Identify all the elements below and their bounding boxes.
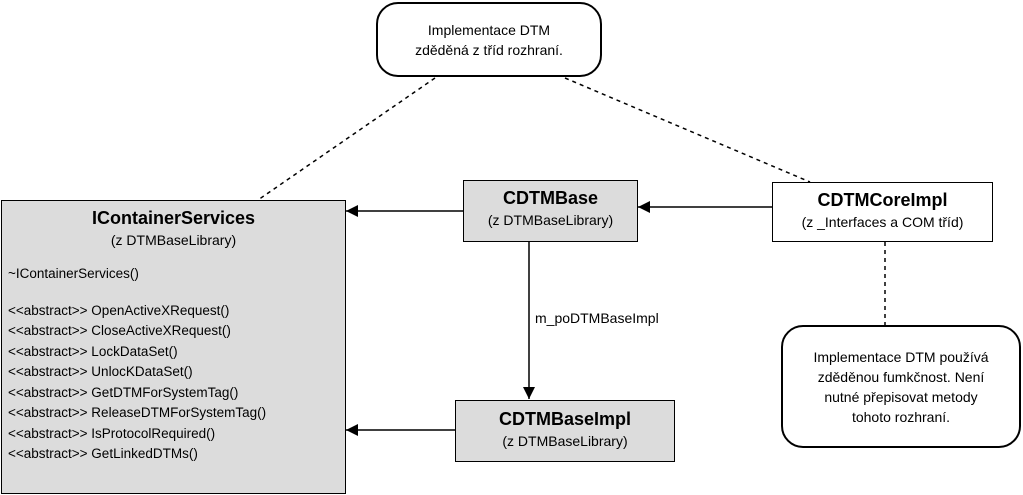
class-cdtmbaseimpl: CDTMBaseImpl (z DTMBaseLibrary): [455, 400, 675, 462]
note-top-line-1: Implementace DTM: [427, 22, 551, 38]
class-cdtmbaseimpl-title: CDTMBaseImpl: [498, 409, 632, 429]
class-icontainerservices: IContainerServices (z DTMBaseLibrary) ~I…: [1, 200, 346, 494]
note-top-line-2: zděděná z tříd rozhraní.: [415, 42, 563, 58]
note-right-line-4: tohoto rozhraní.: [851, 409, 951, 425]
method-item: <<abstract>> LockDataSet(): [8, 343, 178, 359]
note-right-line-3: nutné přepisovat metody: [824, 389, 978, 405]
class-cdtmcoreimpl: CDTMCoreImpl (z _Interfaces a COM tříd): [772, 182, 993, 242]
note-top-anchor-left: [257, 77, 436, 201]
method-item: <<abstract>> OpenActiveXRequest(): [8, 302, 230, 318]
class-destructor: ~IContainerServices(): [8, 266, 139, 281]
note-right-line-1: Implementace DTM používá: [813, 349, 989, 365]
class-cdtmbase-subtitle: (z DTMBaseLibrary): [487, 212, 614, 228]
note-right-line-2: zděděnou fumkčnost. Není: [817, 369, 985, 385]
method-item: <<abstract>> ReleaseDTMForSystemTag(): [8, 405, 267, 420]
class-cdtmcoreimpl-subtitle: (z _Interfaces a COM tříd): [801, 214, 964, 230]
note-top: Implementace DTM zděděná z tříd rozhraní…: [376, 2, 602, 77]
note-top-anchor-right: [564, 77, 811, 183]
association-label: m_poDTMBaseImpl: [535, 310, 659, 326]
method-item: <<abstract>> GetDTMForSystemTag(): [8, 384, 239, 400]
method-item: <<abstract>> CloseActiveXRequest(): [8, 323, 231, 338]
class-icontainerservices-title: IContainerServices: [91, 208, 256, 228]
class-cdtmbase: CDTMBase (z DTMBaseLibrary): [463, 180, 638, 242]
class-cdtmbaseimpl-subtitle: (z DTMBaseLibrary): [502, 433, 628, 449]
class-icontainerservices-subtitle: (z DTMBaseLibrary): [110, 232, 237, 248]
method-item: <<abstract>> GetLinkedDTMs(): [8, 446, 198, 461]
note-right: Implementace DTM používá zděděnou fumkčn…: [781, 325, 1021, 448]
method-item: <<abstract>> IsProtocolRequired(): [8, 425, 216, 441]
method-list: <<abstract>> OpenActiveXRequest() <<abst…: [2, 301, 345, 465]
class-cdtmbase-title: CDTMBase: [502, 188, 599, 208]
class-cdtmcoreimpl-title: CDTMCoreImpl: [817, 190, 948, 210]
method-item: <<abstract>> UnlocKDataSet(): [8, 364, 193, 379]
